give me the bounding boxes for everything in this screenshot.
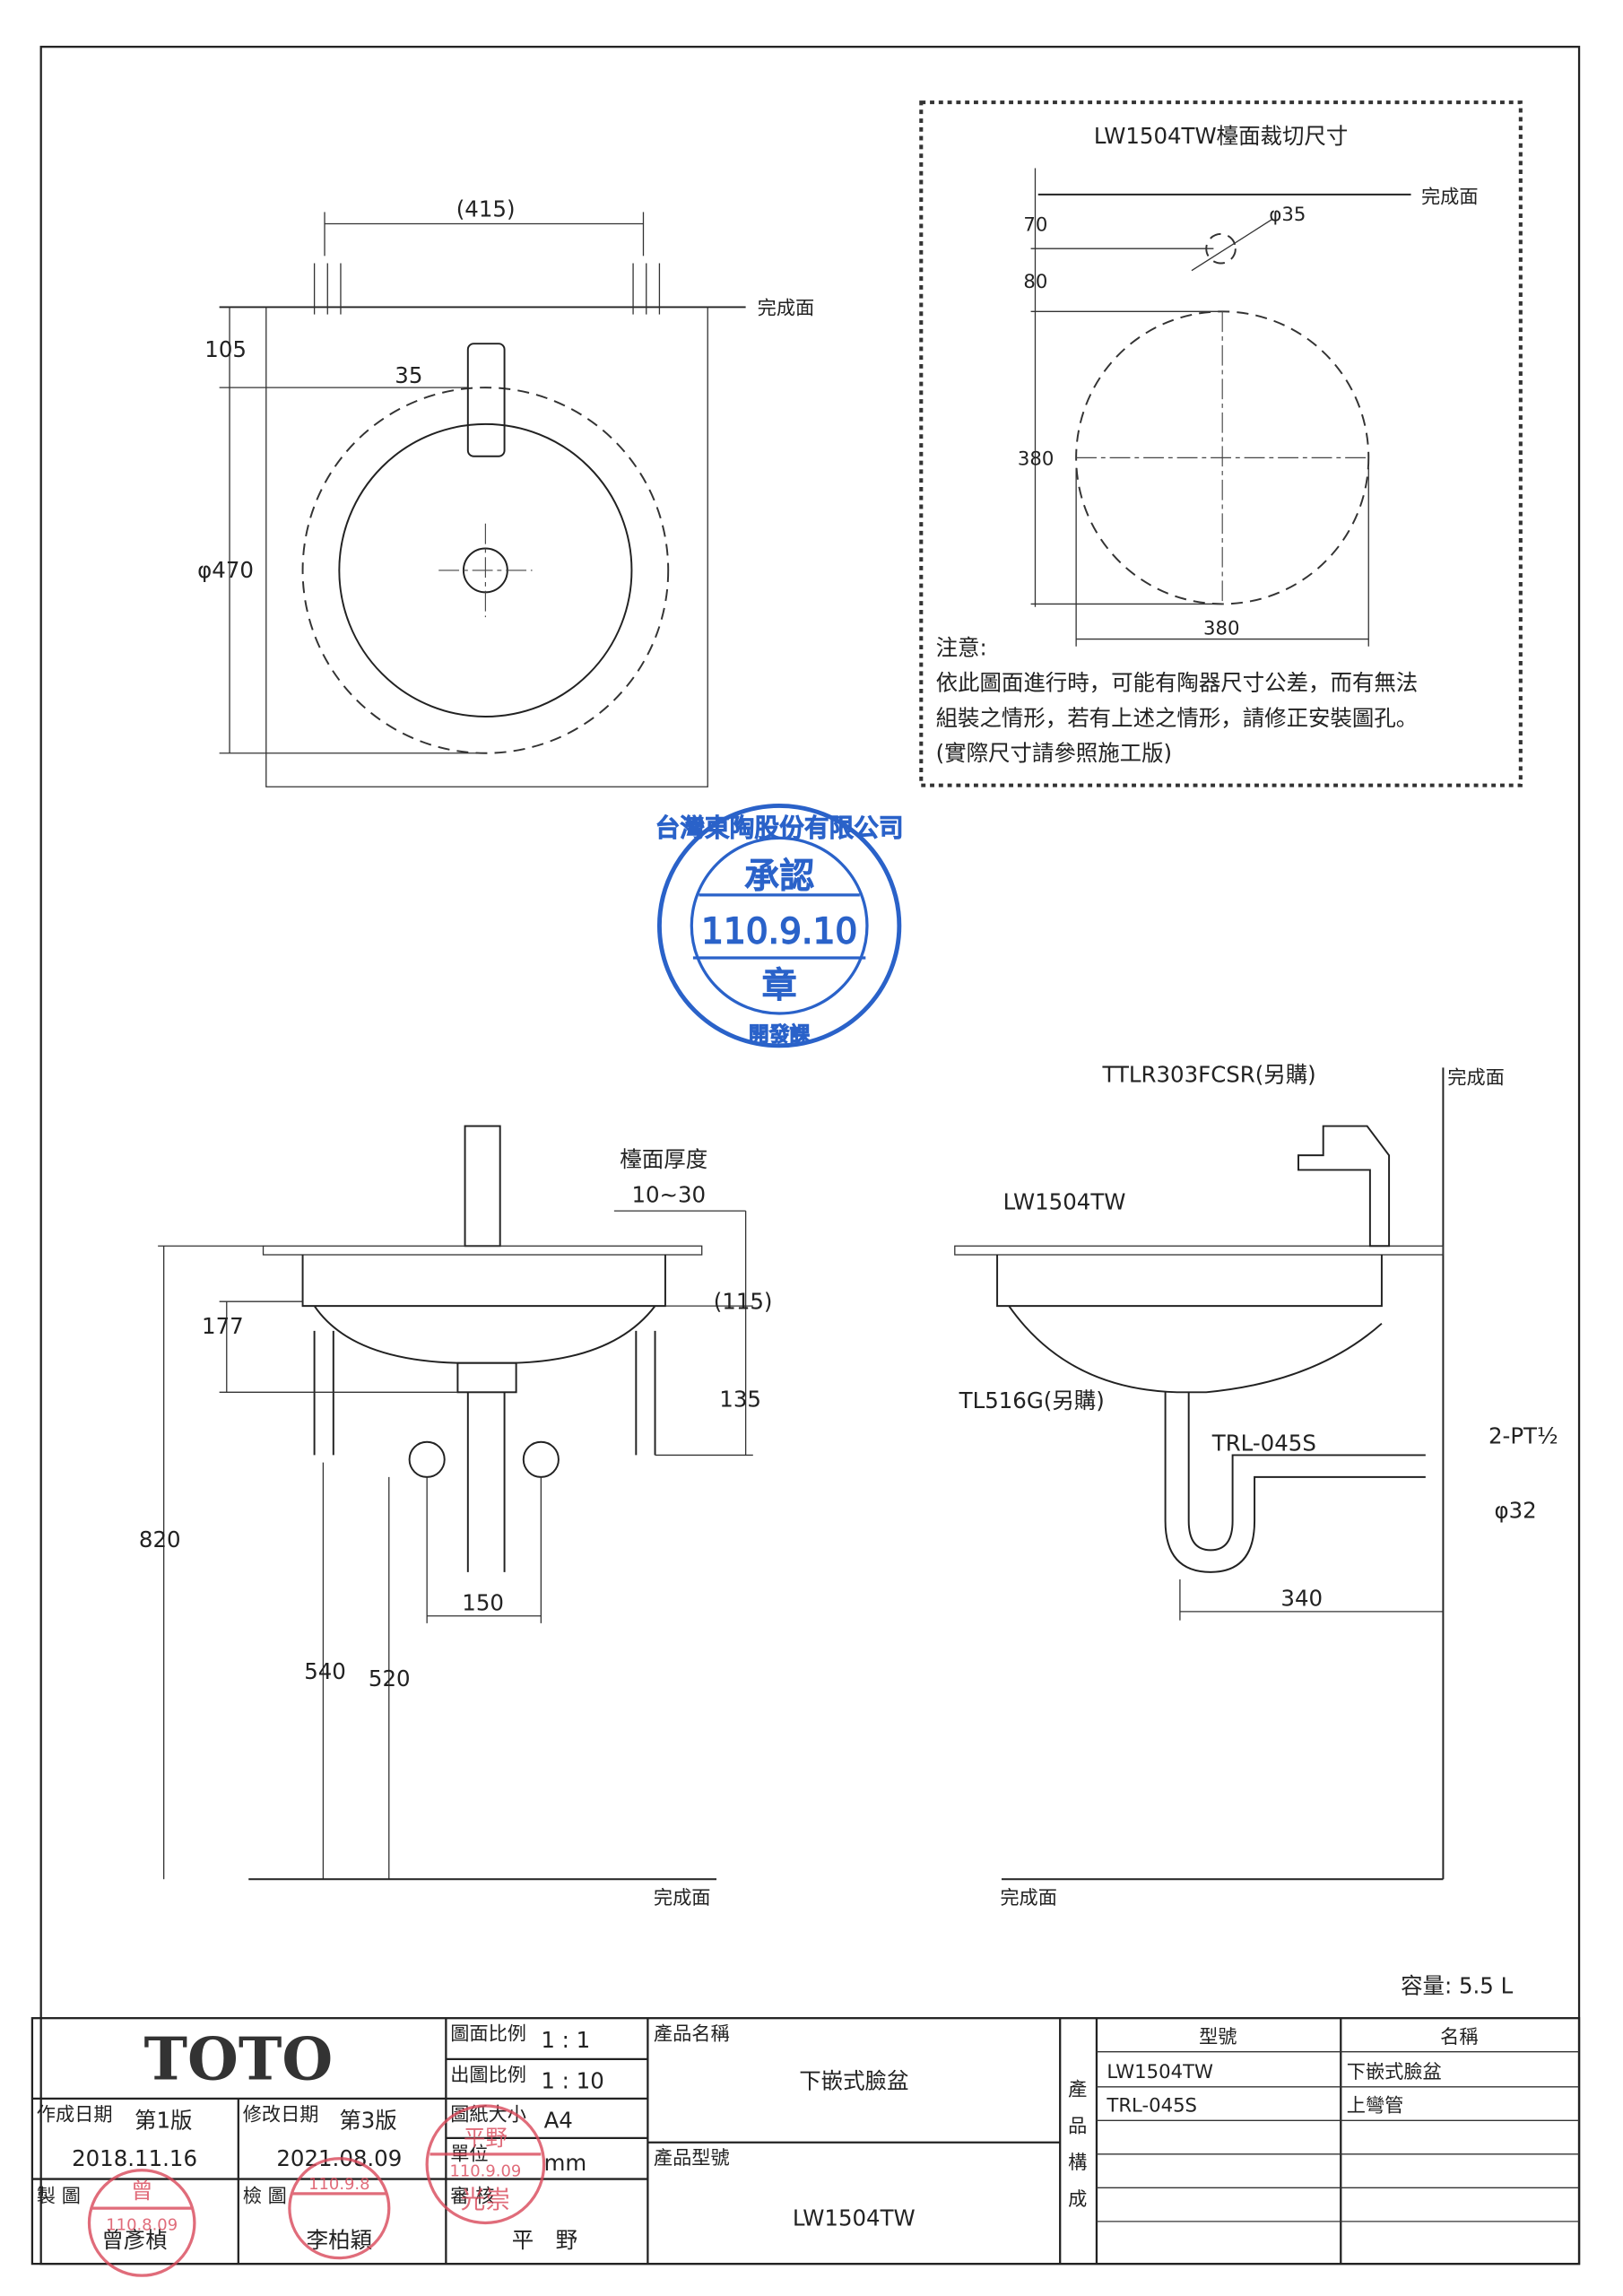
drawn-label: 製 圖 [37,2185,81,2207]
product-model-label: 產品型號 [654,2146,730,2169]
signature-stamps: 曾 110.8.09 110.9.8 平野 110.9.09 光崇 [87,2104,546,2277]
part-model: LW1504TW [1107,2060,1213,2083]
review-label: 審 核 [450,2185,494,2207]
sheet-border [39,46,1581,2266]
dim-380-vertical: 380 [1018,448,1054,470]
dim-105: 105 [204,336,247,362]
cutout-title: LW1504TW檯面裁切尺寸 [1094,123,1348,149]
stamp-date: 110.8.09 [106,2216,178,2235]
created-date: 2018.11.16 [72,2145,197,2171]
dim-80: 80 [1023,270,1047,292]
part-model: TRL-045S [1106,2094,1197,2117]
basin-callout: LW1504TW [1003,1188,1126,1214]
dim-35: φ35 [1269,203,1306,225]
finish-label: 完成面 [1421,186,1479,208]
paper-size: A4 [544,2107,573,2133]
pt-callout: 2-PT½ [1488,1422,1558,1448]
product-name: 下嵌式臉盆 [799,2067,908,2093]
stamp-company: 台灣東陶股份有限公司 [655,813,904,843]
faucet-outline [1298,1125,1391,1248]
reviewer: 平 野 [512,2227,577,2253]
note-line: 依此圖面進行時，可能有陶器尺寸公差，而有無法 [936,670,1419,696]
dim-150: 150 [462,1589,504,1615]
counter-thickness-range: 10~30 [631,1181,706,1207]
dim-70: 70 [1023,213,1047,236]
output-scale: 1 : 10 [541,2067,603,2093]
dim-415: (415) [456,196,516,222]
stamp-date: 110.9.10 [701,912,857,952]
product-name-label: 產品名稱 [654,2022,730,2045]
trap-callout: TRL-045S [1211,1431,1316,1457]
dim-470: φ470 [197,557,254,583]
part-name: 上彎管 [1347,2094,1404,2117]
dim-115: (115) [714,1288,773,1314]
note-line: (實際尺寸請參照施工版) [936,740,1172,766]
faucet-callout: TTLR303FCSR(另購) [1101,1062,1315,1088]
dim-32: φ32 [1494,1498,1536,1524]
stamp-dept: 開發課 [749,1023,811,1047]
checked-label: 檢 圖 [243,2185,287,2207]
composition-label: 產 [1068,2078,1087,2100]
toto-logo: TOTO [143,2026,333,2094]
stamp-text: 曾 [131,2178,152,2204]
stamp-title: 承認 [744,857,814,897]
unit: mm [544,2150,587,2176]
stamp-date: 110.9.8 [308,2175,369,2194]
finish-label: 完成面 [758,297,815,319]
plan-view: 完成面 (415) 105 35 φ470 [197,196,814,787]
column-header-model: 型號 [1199,2025,1237,2048]
created-label: 作成日期 [37,2102,113,2125]
modified-version: 第3版 [339,2107,396,2133]
dim-177: 177 [202,1313,244,1339]
stamp-seal: 章 [762,966,797,1006]
side-view: 完成面 完成面 340 TTLR303FCSR(另購) LW1504TW TL5… [954,1062,1558,1909]
dim-820: 820 [139,1526,181,1552]
composition-label: 成 [1068,2187,1087,2210]
composition-label: 構 [1068,2151,1087,2173]
product-model: LW1504TW [793,2205,916,2231]
faucet-outline [466,343,506,457]
stamp-text: 光崇 [461,2185,510,2214]
modified-label: 修改日期 [243,2102,319,2125]
created-version: 第1版 [135,2107,192,2133]
counter-thickness-label: 檯面厚度 [620,1146,707,1172]
finish-label-wall: 完成面 [1447,1065,1505,1088]
note-line: 組裝之情形，若有上述之情形，請修正安裝圖孔。 [936,705,1419,731]
cutout-panel: LW1504TW檯面裁切尺寸 完成面 70 80 φ35 380 380 注意:… [919,100,1523,787]
drawing-scale: 1 : 1 [541,2027,590,2053]
output-scale-label: 出圖比例 [450,2063,526,2085]
dim-135: 135 [719,1387,761,1413]
approval-stamp: 承認 110.9.10 章 台灣東陶股份有限公司 開發課 [655,804,904,1048]
capacity-label: 容量: 5.5 L [1401,1972,1514,1998]
drain-callout: TL516G(另購) [959,1387,1105,1413]
drawing-scale-label: 圖面比例 [450,2022,526,2045]
checked-by: 李柏穎 [307,2227,372,2253]
title-block: TOTO 圖面比例 1 : 1 出圖比例 1 : 10 圖紙大小 A4 單位 m… [30,2017,1581,2277]
dim-540: 540 [304,1658,346,1684]
column-header-name: 名稱 [1440,2025,1478,2048]
finish-label-floor: 完成面 [1000,1886,1057,1909]
note-line: 注意: [936,634,987,660]
finish-label: 完成面 [654,1886,711,1909]
part-name: 下嵌式臉盆 [1347,2060,1442,2083]
composition-label: 品 [1068,2114,1087,2136]
dim-340: 340 [1280,1585,1323,1611]
drawn-by: 曾彥楨 [101,2227,167,2253]
stamp-text: 平野 [464,2125,508,2151]
front-view: 177 檯面厚度 10~30 (115) 135 150 820 540 520… [139,1125,773,1909]
stamp-date: 110.9.09 [449,2161,521,2180]
dim-380-horizontal: 380 [1203,617,1239,639]
dim-35: 35 [395,362,422,388]
dim-520: 520 [369,1665,411,1692]
